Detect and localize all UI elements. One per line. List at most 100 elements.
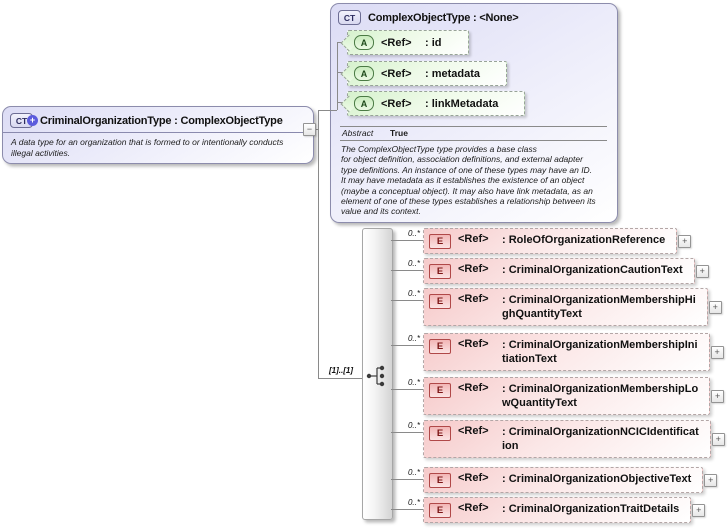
element-ref: <Ref>: [458, 472, 489, 484]
element-box[interactable]: E <Ref> : CriminalOrganizationObjectiveT…: [423, 467, 704, 493]
element-name: : CriminalOrganizationMembershipIni tiat…: [502, 339, 698, 365]
connector-line: [391, 300, 423, 301]
element-cardinality-label: 0..*: [407, 289, 420, 298]
element-box[interactable]: E <Ref> : CriminalOrganizationMembership…: [423, 377, 711, 415]
element-badge: E: [429, 234, 451, 249]
element-cardinality-label: 0..*: [407, 498, 420, 507]
element-ref: <Ref>: [458, 338, 489, 350]
element-badge: E: [429, 473, 451, 488]
element-box[interactable]: E <Ref> : CriminalOrganizationMembership…: [423, 333, 710, 371]
criminal-organization-type-node[interactable]: CT + CriminalOrganizationType : ComplexO…: [2, 106, 314, 164]
attribute-tree-line: [337, 42, 338, 110]
attribute-badge: A: [354, 96, 374, 111]
connector-line: [391, 240, 423, 241]
element-criminal-organization-caution-text[interactable]: E <Ref> : CriminalOrganizationCautionTex…: [423, 258, 709, 284]
element-name: : CriminalOrganizationTraitDetails: [502, 503, 680, 515]
element-cardinality-label: 0..*: [407, 259, 420, 268]
base-type-description: The ComplexObjectType type provides a ba…: [341, 144, 596, 217]
sequence-compositor-icon: [366, 365, 385, 387]
expand-button[interactable]: +: [692, 503, 706, 517]
element-box[interactable]: E <Ref> : RoleOfOrganizationReference: [423, 228, 678, 254]
abstract-facet-label: Abstract: [342, 128, 374, 138]
element-name: : CriminalOrganizationCautionText: [502, 264, 683, 276]
element-name: : CriminalOrganizationMembershipLo wQuan…: [502, 383, 699, 409]
element-ref: <Ref>: [458, 502, 489, 514]
element-badge: E: [429, 383, 451, 398]
element-box[interactable]: E <Ref> : CriminalOrganizationNCICIdenti…: [423, 420, 711, 458]
element-badge: E: [429, 426, 451, 441]
expand-button[interactable]: +: [708, 300, 722, 314]
element-name: : RoleOfOrganizationReference: [502, 234, 666, 246]
sequence-compositor-bar[interactable]: [362, 228, 393, 520]
expand-button[interactable]: +: [711, 432, 725, 446]
element-criminal-organization-membership-initiation-text[interactable]: E <Ref> : CriminalOrganizationMembership…: [423, 333, 724, 371]
complex-type-badge: CT +: [10, 113, 38, 128]
base-type-title: ComplexObjectType : <None>: [368, 11, 519, 24]
collapse-button[interactable]: −: [303, 123, 316, 136]
derived-plus-icon: +: [27, 115, 38, 126]
element-box[interactable]: E <Ref> : CriminalOrganizationTraitDetai…: [423, 497, 692, 523]
connector-line: [318, 110, 319, 379]
element-criminal-organization-trait-details[interactable]: E <Ref> : CriminalOrganizationTraitDetai…: [423, 497, 706, 523]
element-badge: E: [429, 294, 451, 309]
connector-line: [391, 509, 423, 510]
element-badge: E: [429, 264, 451, 279]
divider: [3, 132, 313, 133]
connector-line: [391, 432, 423, 433]
attribute-badge: A: [354, 35, 374, 50]
connector-line: [391, 345, 423, 346]
attribute-ref: <Ref>: [381, 67, 412, 80]
element-criminal-organization-ncic-identification[interactable]: E <Ref> : CriminalOrganizationNCICIdenti…: [423, 420, 725, 458]
abstract-facet-value: True: [390, 128, 408, 138]
complex-object-type-header: CT ComplexObjectType : <None>: [331, 4, 617, 29]
derived-type-annotation: A data type for an organization that is …: [11, 137, 284, 158]
element-ref: <Ref>: [458, 382, 489, 394]
expand-button[interactable]: +: [711, 389, 725, 403]
attribute-ref: <Ref>: [381, 97, 412, 110]
attribute-id[interactable]: A <Ref> : id: [347, 30, 469, 55]
element-box[interactable]: E <Ref> : CriminalOrganizationCautionTex…: [423, 258, 695, 284]
element-cardinality-label: 0..*: [407, 421, 420, 430]
attribute-link-metadata[interactable]: A <Ref> : linkMetadata: [347, 91, 526, 116]
element-ref: <Ref>: [458, 425, 489, 437]
expand-button[interactable]: +: [710, 345, 724, 359]
element-role-of-organization-reference[interactable]: E <Ref> : RoleOfOrganizationReference +: [423, 228, 692, 254]
attribute-ref: <Ref>: [381, 36, 412, 49]
complex-type-badge: CT: [338, 10, 361, 25]
criminal-organization-type-header: CT + CriminalOrganizationType : ComplexO…: [3, 107, 313, 132]
attribute-name: : id: [425, 36, 442, 49]
element-cardinality-label: 0..*: [407, 334, 420, 343]
expand-button[interactable]: +: [695, 264, 709, 278]
element-cardinality-label: 0..*: [407, 229, 420, 238]
expand-button[interactable]: +: [678, 234, 692, 248]
connector-line: [318, 378, 362, 379]
connector-line: [391, 479, 423, 480]
element-ref: <Ref>: [458, 263, 489, 275]
element-cardinality-label: 0..*: [407, 468, 420, 477]
element-name: : CriminalOrganizationNCICIdentificat io…: [502, 426, 699, 452]
complex-type-badge-label: CT: [15, 115, 28, 126]
attribute-name: : linkMetadata: [425, 97, 499, 110]
element-cardinality-label: 0..*: [407, 378, 420, 387]
divider: [340, 140, 607, 141]
attribute-metadata[interactable]: A <Ref> : metadata: [347, 61, 508, 86]
element-criminal-organization-membership-low-quantity-text[interactable]: E <Ref> : CriminalOrganizationMembership…: [423, 377, 725, 415]
element-criminal-organization-membership-high-quantity-text[interactable]: E <Ref> : CriminalOrganizationMembership…: [423, 288, 722, 326]
expand-button[interactable]: +: [704, 473, 718, 487]
connector-line: [318, 110, 337, 111]
derived-type-title: CriminalOrganizationType : ComplexObject…: [40, 114, 283, 127]
element-name: : CriminalOrganizationMembershipHi ghQua…: [502, 294, 696, 320]
element-ref: <Ref>: [458, 233, 489, 245]
sequence-cardinality-label: [1]..[1]: [329, 366, 353, 375]
attribute-name: : metadata: [425, 67, 481, 80]
element-criminal-organization-objective-text[interactable]: E <Ref> : CriminalOrganizationObjectiveT…: [423, 467, 718, 493]
complex-type-badge-label: CT: [343, 12, 356, 23]
connector-line: [391, 270, 423, 271]
element-ref: <Ref>: [458, 293, 489, 305]
element-name: : CriminalOrganizationObjectiveText: [502, 473, 692, 485]
element-badge: E: [429, 339, 451, 354]
attribute-badge: A: [354, 66, 374, 81]
connector-line: [391, 389, 423, 390]
element-badge: E: [429, 503, 451, 518]
element-box[interactable]: E <Ref> : CriminalOrganizationMembership…: [423, 288, 708, 326]
